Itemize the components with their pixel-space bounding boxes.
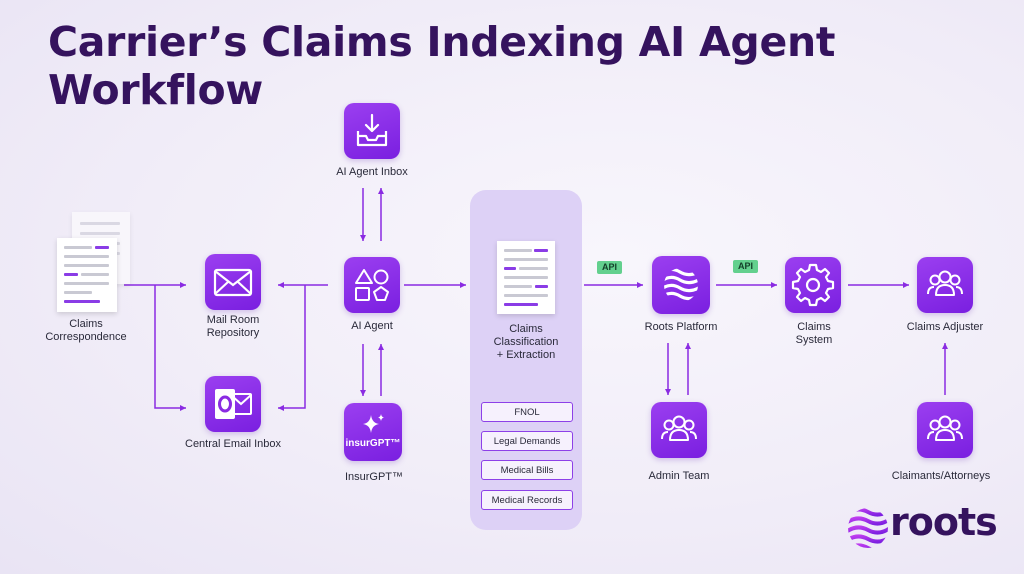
ai-agent-inbox-label: AI Agent Inbox — [336, 166, 408, 178]
sparkle-icon — [363, 414, 384, 433]
claims-correspondence-label: Claims Correspondence — [45, 318, 127, 343]
claimants-label: Claimants/Attorneys — [891, 470, 991, 482]
insurgpt-label: InsurGPT™ — [344, 471, 404, 483]
users-icon — [661, 415, 697, 441]
central-email-label: Central Email Inbox — [185, 438, 281, 450]
roots-logo-icon — [664, 268, 698, 301]
gear-icon — [791, 263, 835, 307]
mail-room-label: Mail Room Repository — [206, 314, 260, 339]
users-icon — [927, 270, 963, 296]
classification-document-icon — [497, 241, 555, 314]
claimants-tile[interactable] — [917, 402, 973, 458]
mail-room-tile[interactable] — [205, 254, 261, 310]
claims-adjuster-tile[interactable] — [917, 257, 973, 313]
claims-system-label: Claims System — [795, 321, 833, 346]
document-type-medical-bills: Medical Bills — [481, 460, 573, 480]
envelope-icon — [213, 268, 253, 297]
api-badge: API — [597, 261, 623, 274]
central-email-tile[interactable] — [205, 376, 261, 432]
document-type-medical-records: Medical Records — [481, 490, 573, 510]
outlook-icon — [215, 389, 252, 419]
api-badge: API — [733, 260, 759, 273]
ai-agent-label: AI Agent — [351, 320, 393, 332]
insurgpt-tile[interactable]: insurGPT™ — [344, 403, 402, 461]
document-type-legal-demands: Legal Demands — [481, 431, 573, 451]
admin-team-label: Admin Team — [648, 470, 710, 482]
ai-agent-tile[interactable] — [344, 257, 400, 313]
inbox-download-icon — [356, 113, 388, 147]
classification-label: Claims Classification + Extraction — [493, 323, 559, 361]
roots-platform-label: Roots Platform — [644, 321, 718, 333]
insurgpt-logo-text: insurGPT™ — [345, 438, 401, 449]
arrow-correspondence-email — [154, 285, 186, 411]
shapes-icon — [355, 269, 389, 301]
document-type-fnol: FNOL — [481, 402, 573, 422]
ai-agent-inbox-tile[interactable] — [344, 103, 400, 159]
users-icon — [927, 415, 963, 441]
arrow-agent-email — [278, 285, 306, 411]
roots-brand-icon — [848, 508, 888, 548]
claims-system-tile[interactable] — [785, 257, 841, 313]
page-title: Carrier’s Claims Indexing AI Agent Workf… — [48, 18, 836, 114]
roots-brand-wordmark: roots — [890, 500, 998, 544]
roots-platform-tile[interactable] — [652, 256, 710, 314]
claims-adjuster-label: Claims Adjuster — [906, 321, 984, 333]
admin-team-tile[interactable] — [651, 402, 707, 458]
document-icon — [57, 238, 117, 312]
